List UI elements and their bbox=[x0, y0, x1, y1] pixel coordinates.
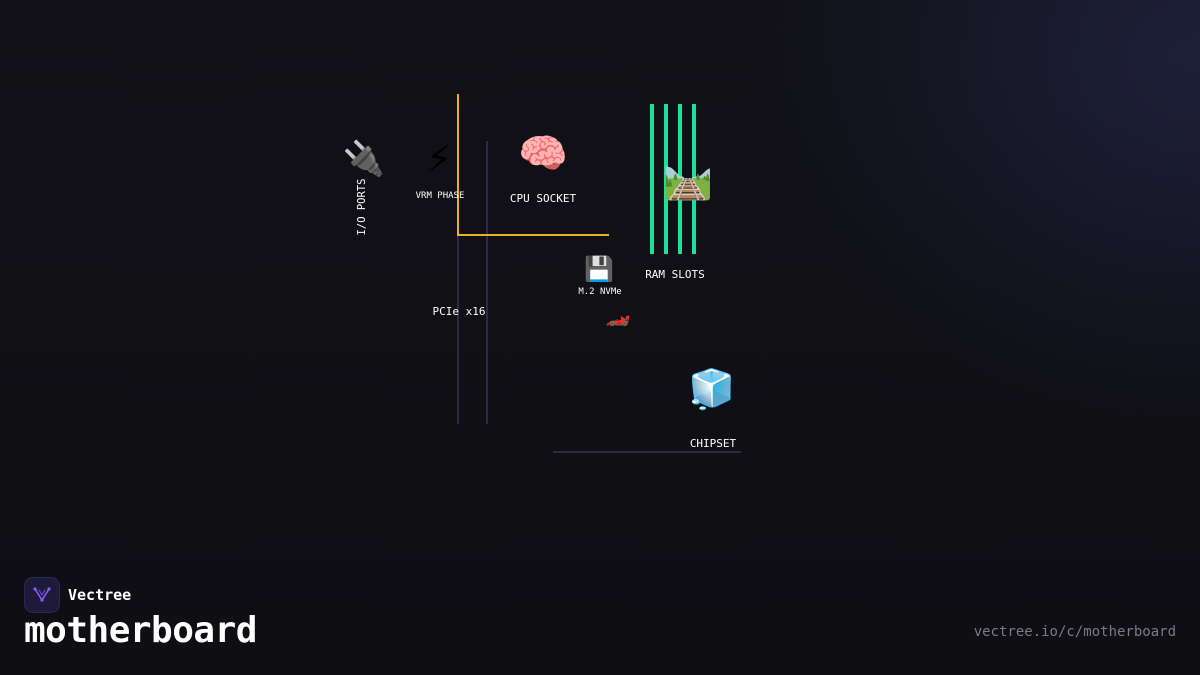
chipset-label: CHIPSET bbox=[690, 437, 737, 450]
nvme-label: M.2 NVMe bbox=[578, 287, 621, 297]
lightning-icon: ⚡ bbox=[426, 137, 453, 181]
brand[interactable]: Vectree bbox=[24, 577, 131, 613]
cpu-socket-trace bbox=[457, 94, 609, 236]
ram-slots-label: RAM SLOTS bbox=[645, 268, 705, 281]
brain-icon: 🧠 bbox=[518, 131, 568, 177]
rail-track-icon: 🛤️ bbox=[663, 156, 713, 202]
ice-cube-icon: 🧊 bbox=[688, 367, 735, 412]
cpu-socket-label: CPU SOCKET bbox=[510, 192, 577, 205]
race-car-icon: 🏎️ bbox=[606, 303, 631, 327]
pcie-label: PCIe x16 bbox=[433, 305, 486, 318]
ram-slots bbox=[650, 104, 696, 254]
page-url[interactable]: vectree.io/c/motherboard bbox=[973, 624, 1176, 640]
page-title: motherboard bbox=[24, 610, 257, 651]
vrm-phase-label: VRM PHASE bbox=[416, 191, 465, 201]
io-ports-label: I/O PORTS bbox=[356, 179, 368, 236]
vectree-logo-icon bbox=[24, 577, 60, 613]
brand-name: Vectree bbox=[68, 586, 132, 604]
plug-icon: 🔌 bbox=[343, 139, 385, 179]
floppy-disk-icon: 💾 bbox=[584, 255, 614, 283]
